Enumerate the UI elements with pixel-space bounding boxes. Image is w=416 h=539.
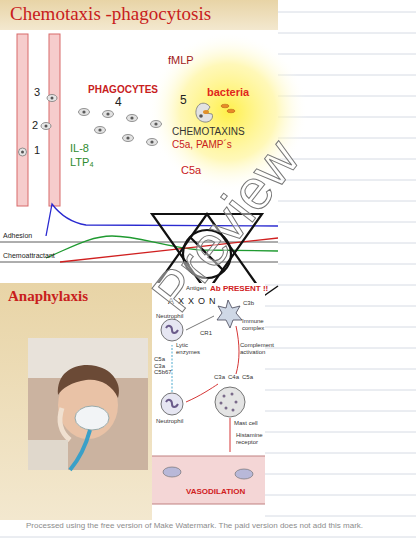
phagocytosis-cell bbox=[196, 103, 213, 122]
callout-number: 4 bbox=[115, 96, 122, 109]
figure-label: Mast cell bbox=[234, 420, 258, 427]
cell-label: PHAGOCYTES bbox=[88, 84, 158, 95]
figure-label: C3b bbox=[243, 300, 254, 307]
callout-number: 2 bbox=[32, 119, 38, 131]
immune-figure bbox=[152, 300, 265, 504]
figure-label: CR1 bbox=[200, 330, 212, 337]
callout-number: 3 bbox=[34, 86, 40, 98]
signal-label: C5a bbox=[181, 164, 201, 176]
slide-title: Chemotaxis -phagocytosis bbox=[10, 4, 211, 25]
figure-label: Neutrophil bbox=[156, 418, 183, 425]
watermark: Processed using the free version of Make… bbox=[26, 522, 363, 531]
figure-panel bbox=[152, 283, 265, 520]
blood-vessel bbox=[17, 34, 60, 206]
figure-label: Neutrophil bbox=[156, 313, 183, 320]
signal-label: CHEMOTAXINS bbox=[172, 126, 245, 137]
figure-label: C5a C3a C5b67 bbox=[154, 356, 173, 376]
figure-label: C5a bbox=[242, 374, 253, 381]
axis-label: Adhesion bbox=[3, 232, 32, 240]
signal-label: LTP₄ bbox=[70, 156, 94, 168]
patient-photo bbox=[28, 338, 148, 470]
figure-label: C3a bbox=[214, 374, 225, 381]
slide-heading: Anaphylaxis bbox=[8, 288, 88, 305]
title-band bbox=[0, 0, 278, 30]
figure-label: Ab PRESENT !! bbox=[210, 285, 268, 294]
signal-label: C5a, PAMP´s bbox=[172, 139, 232, 150]
callout-number: 1 bbox=[34, 144, 40, 156]
figure-label: Antigen bbox=[186, 285, 206, 292]
figure-label: Lytic enzymes bbox=[176, 342, 200, 355]
axis-label: Chemoattractant bbox=[3, 252, 55, 260]
signal-label: fMLP bbox=[168, 54, 194, 66]
watermark: Preview bbox=[140, 128, 311, 323]
phagocyte-cells bbox=[79, 109, 162, 146]
cell-label: bacteria bbox=[207, 86, 249, 98]
bacteria-symbol bbox=[221, 104, 235, 113]
figure-label: Immune complex bbox=[242, 318, 264, 331]
figure-label: Histamine receptor bbox=[236, 432, 264, 445]
slide-panel bbox=[0, 283, 152, 520]
cell-nucleus bbox=[82, 110, 157, 143]
figure-label: VASODILATION bbox=[186, 488, 245, 497]
signal-label: IL-8 bbox=[70, 142, 89, 154]
figure-label: C4a bbox=[228, 374, 239, 381]
callout-number: 5 bbox=[180, 94, 187, 107]
figure-label: Complement activation bbox=[240, 342, 275, 355]
